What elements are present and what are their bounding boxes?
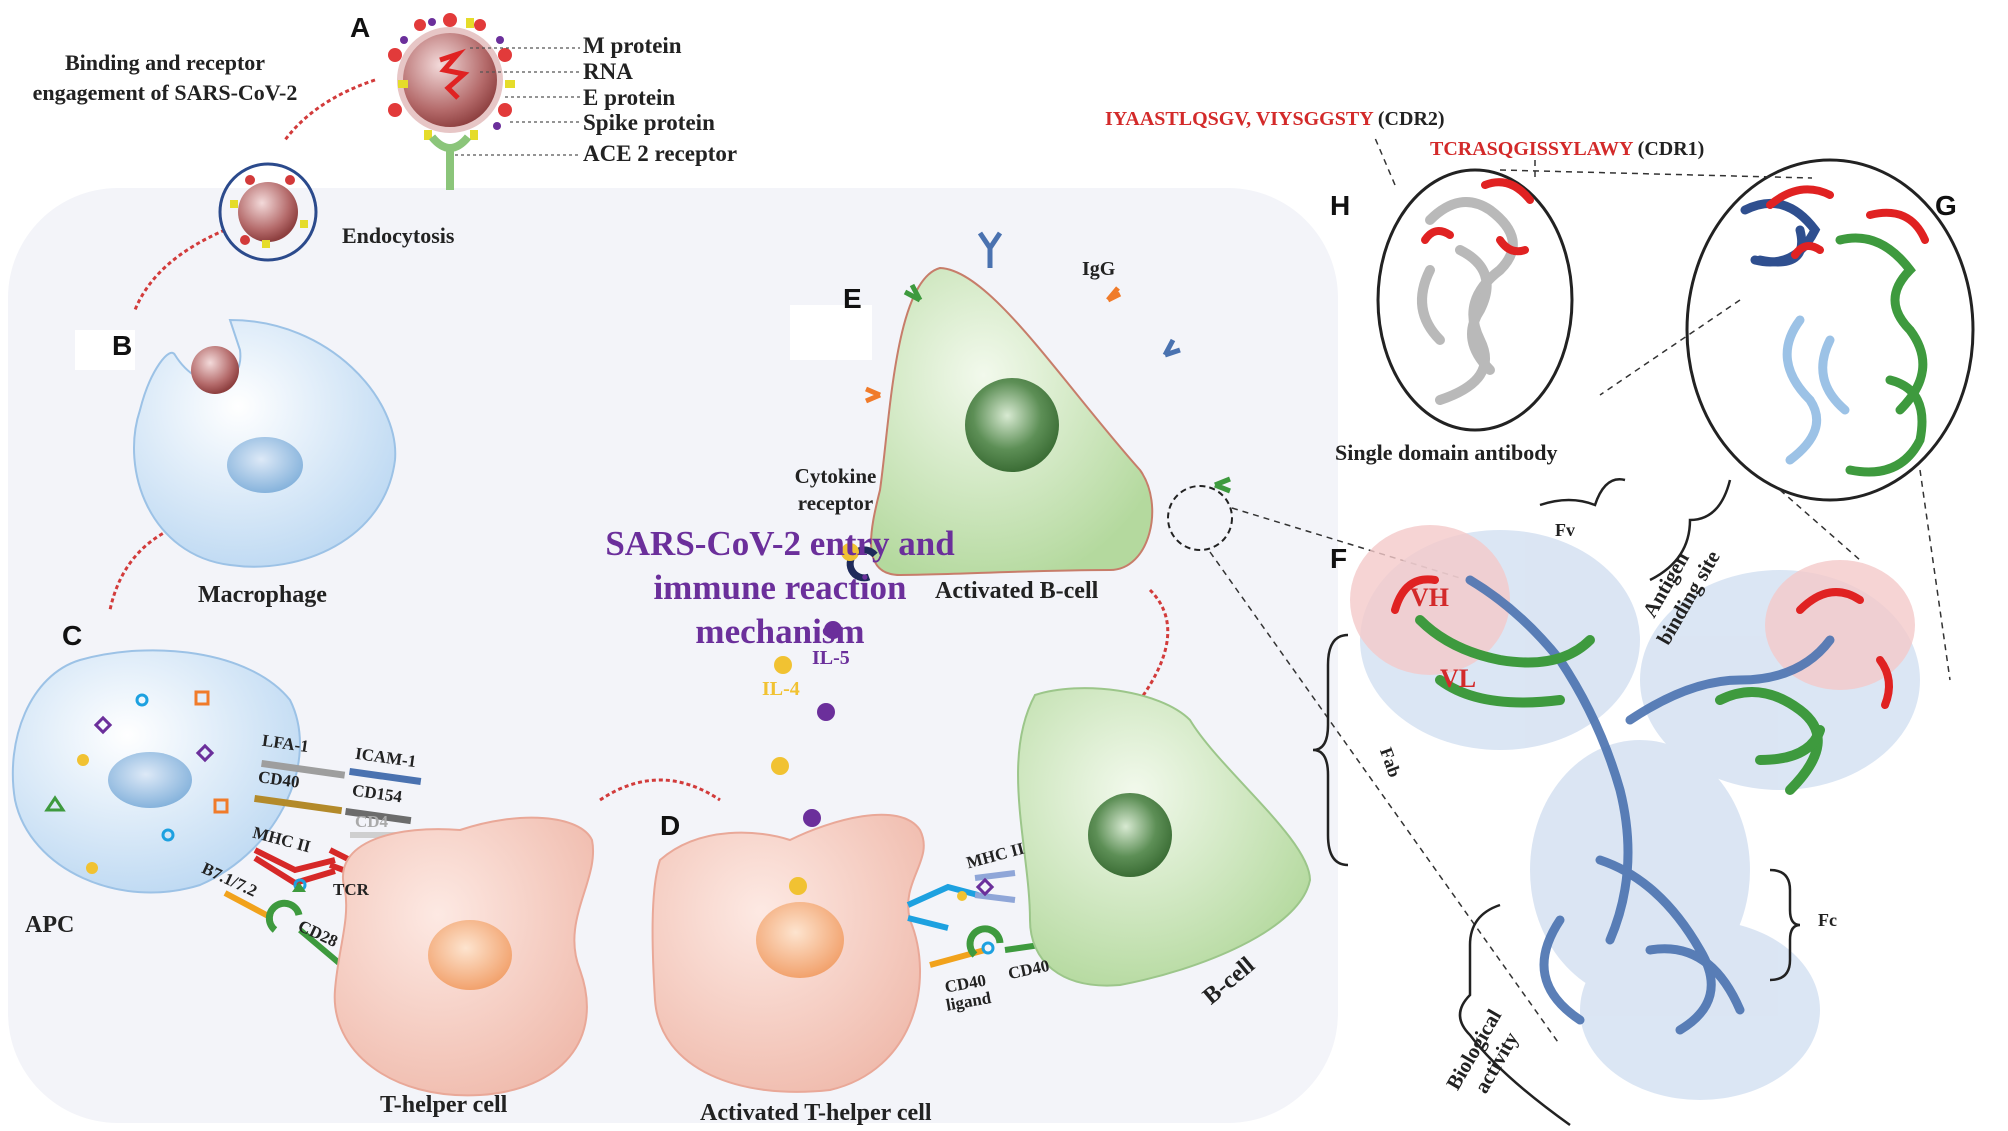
cdr2-tag: (CDR2) bbox=[1377, 108, 1445, 130]
igg-label: IgG bbox=[1082, 258, 1116, 280]
legend-m-protein: M protein bbox=[583, 33, 682, 58]
panel-label-f: F bbox=[1330, 543, 1348, 574]
cdr1-tag: (CDR1) bbox=[1637, 138, 1705, 160]
cdr1-sequence: TCRASQGISSYLAWY bbox=[1430, 138, 1633, 160]
binding-caption: Binding and receptor engagement of SARS-… bbox=[32, 50, 298, 105]
vh-label: VH bbox=[1410, 583, 1449, 612]
region-braces bbox=[1312, 478, 1801, 1127]
macrophage-label: Macrophage bbox=[198, 582, 327, 608]
panel-label-e: E bbox=[843, 283, 862, 314]
activated-b-cell bbox=[846, 231, 1233, 582]
vl-label: VL bbox=[1440, 664, 1477, 693]
macrophage-cell bbox=[133, 318, 397, 568]
legend-ace2-receptor: ACE 2 receptor bbox=[583, 141, 738, 166]
panel-label-d: D bbox=[660, 810, 681, 841]
fv-oval bbox=[1685, 158, 1975, 502]
t-helper-label: T-helper cell bbox=[380, 1092, 508, 1118]
activated-b-cell-label: Activated B-cell bbox=[935, 578, 1099, 604]
legend-e-protein: E protein bbox=[583, 85, 676, 110]
single-domain-antibody-label: Single domain antibody bbox=[1335, 440, 1558, 465]
igg-structure bbox=[1350, 525, 1920, 1100]
cdr2-sequence: IYAASTLQSGV, VIYSGGSTY bbox=[1105, 108, 1373, 130]
endocytosis-vesicle bbox=[218, 162, 318, 262]
il5-label: IL-5 bbox=[812, 647, 850, 669]
fc-label: Fc bbox=[1818, 910, 1837, 930]
panel-label-a: A bbox=[350, 12, 371, 43]
endocytosis-label: Endocytosis bbox=[342, 223, 455, 248]
tcr-label: TCR bbox=[333, 880, 369, 899]
panel-label-h: H bbox=[1330, 190, 1351, 221]
activated-t-helper-label: Activated T-helper cell bbox=[700, 1100, 932, 1126]
t-helper-cell bbox=[333, 816, 595, 1097]
cdr1-line: TCRASQGISSYLAWY (CDR1) bbox=[1430, 138, 1704, 161]
cdr2-line: IYAASTLQSGV, VIYSGGSTY (CDR2) bbox=[1105, 108, 1445, 131]
cytokine-receptor-label: Cytokine receptor bbox=[794, 464, 877, 515]
apc-cell bbox=[11, 649, 301, 894]
fv-label: Fv bbox=[1555, 520, 1575, 540]
legend-rna: RNA bbox=[583, 59, 633, 84]
cd4-label: CD4 bbox=[355, 812, 389, 831]
panel-label-g: G bbox=[1935, 190, 1957, 221]
panel-label-c: C bbox=[62, 620, 83, 651]
apc-label: APC bbox=[25, 912, 75, 938]
activated-t-helper-cell bbox=[651, 809, 925, 1093]
b-cell bbox=[1017, 687, 1312, 987]
virus-particle bbox=[388, 13, 515, 190]
virus-leader-lines bbox=[455, 47, 580, 156]
panel-label-b: B bbox=[112, 330, 133, 361]
il4-label: IL-4 bbox=[762, 678, 800, 700]
figure-title: SARS-CoV-2 entry and immune reaction mec… bbox=[605, 524, 955, 651]
legend-spike-protein: Spike protein bbox=[583, 110, 715, 135]
single-domain-antibody-oval bbox=[1376, 168, 1574, 432]
cytokines bbox=[771, 543, 859, 775]
